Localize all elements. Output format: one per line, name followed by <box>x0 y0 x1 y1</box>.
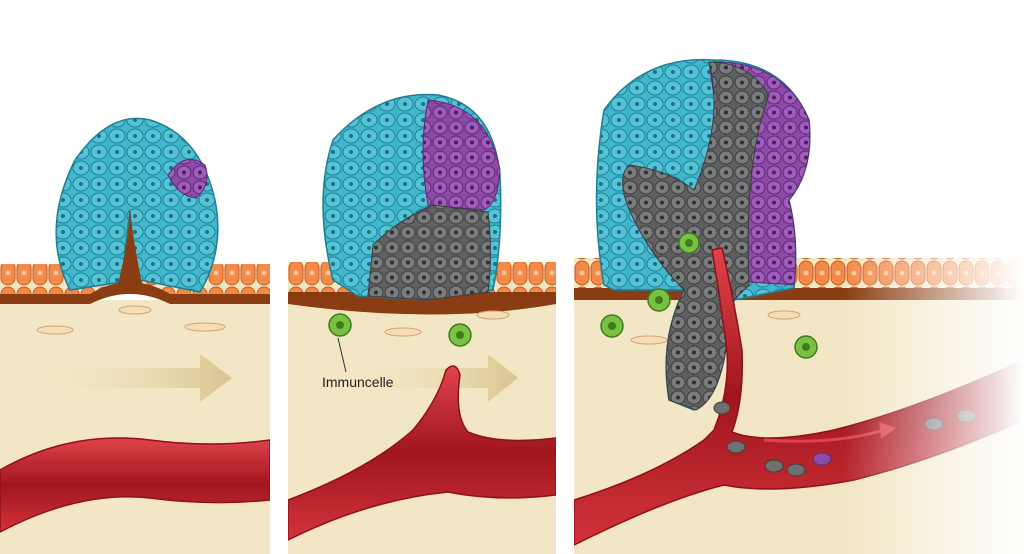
immune-cell <box>448 323 472 347</box>
fibroblast <box>184 322 226 332</box>
immune-cell <box>328 313 352 337</box>
blood-vessel <box>0 437 270 533</box>
immune-cell <box>678 232 700 254</box>
fibroblast <box>384 327 422 337</box>
panel-stage-3-illustration <box>574 0 1024 554</box>
fibroblast <box>118 305 152 315</box>
tumor-early <box>55 117 219 293</box>
stroma <box>0 300 270 554</box>
basement-membrane <box>0 282 270 304</box>
direction-arrow <box>50 354 232 402</box>
immune-cell-label: Immuncelle <box>322 374 394 390</box>
panel-stage-1 <box>0 0 270 554</box>
fade-overlay <box>574 250 1024 554</box>
panel-stage-3 <box>574 0 1024 554</box>
basement-membrane <box>288 292 556 315</box>
fibroblast <box>36 325 74 335</box>
panel-stage-2-illustration <box>288 0 556 554</box>
tumor-intermediate <box>322 93 502 301</box>
panel-stage-2: Immuncelle <box>288 0 556 554</box>
blood-vessel-sprout <box>288 365 556 541</box>
panel-stage-1-illustration <box>0 0 270 554</box>
fibroblast <box>476 310 510 320</box>
label-pointer <box>337 337 347 373</box>
direction-arrow <box>358 354 518 402</box>
